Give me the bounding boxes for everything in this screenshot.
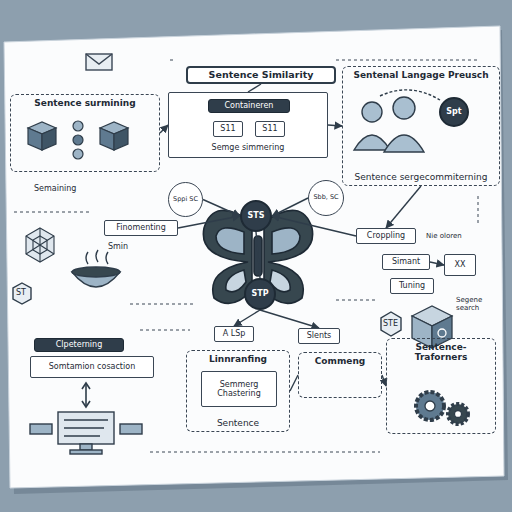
node-text: Spt bbox=[446, 107, 461, 116]
node-text: Finomenting bbox=[116, 223, 166, 232]
monitor-icon bbox=[30, 412, 142, 454]
note-text: Nie oloren bbox=[426, 232, 466, 240]
node-text: Tuning bbox=[399, 281, 425, 290]
process-box: Tuning bbox=[390, 278, 434, 294]
core-circle: STS bbox=[240, 200, 272, 232]
group-panel: Sentenal Langage PreuschSentence sergeco… bbox=[342, 66, 500, 186]
card bbox=[4, 26, 504, 488]
envelope-icon bbox=[86, 54, 112, 70]
connector bbox=[160, 125, 168, 133]
note-text: Segene search bbox=[456, 296, 496, 312]
badge-circle: Spt bbox=[439, 97, 469, 127]
process-box: A LSp bbox=[214, 326, 254, 342]
node-text: Sentenal Langage Preusch bbox=[353, 70, 488, 80]
group-panel: LinnranfingSentence SemmergChastering bbox=[186, 350, 290, 432]
node-text: Croppling bbox=[367, 231, 405, 240]
connector bbox=[272, 216, 356, 236]
node-text: S11 bbox=[220, 124, 235, 133]
cube-stack bbox=[28, 121, 128, 159]
process-box: Simant bbox=[382, 254, 430, 270]
node-text: Linnranfing bbox=[209, 354, 267, 364]
connector bbox=[290, 375, 298, 391]
node-text: Semge simmering bbox=[212, 143, 285, 152]
connector bbox=[256, 232, 260, 278]
node-text: A LSp bbox=[223, 329, 246, 338]
node-text: Sbb, SC bbox=[313, 194, 338, 201]
group-panel: Sentence surmining bbox=[10, 94, 160, 172]
connector bbox=[260, 310, 319, 328]
hexagon-badge bbox=[13, 283, 401, 336]
cube-icon bbox=[412, 306, 452, 348]
connector bbox=[234, 310, 260, 326]
bowl bbox=[72, 250, 120, 287]
node-text: Sentence-Traforners bbox=[392, 342, 490, 363]
process-box: Croppling bbox=[356, 228, 416, 244]
people-icon bbox=[354, 90, 440, 152]
group-panel: Sentence-Traforners bbox=[386, 338, 496, 434]
node-text: Somtamion cosaction bbox=[49, 362, 135, 371]
process-box: Somtamion cosaction bbox=[30, 356, 154, 378]
token-box: S11 bbox=[213, 121, 243, 137]
label-text: Semaining bbox=[34, 184, 76, 193]
node-text: XX bbox=[455, 260, 466, 269]
group-panel: Commeng bbox=[298, 352, 382, 398]
connector bbox=[328, 125, 342, 126]
process-box: Semge simmering ContainerenS11 S11 bbox=[168, 92, 328, 158]
node-text: Semmerg bbox=[220, 380, 259, 389]
process-box: SemmergChastering bbox=[201, 371, 277, 407]
gears bbox=[416, 392, 468, 424]
connector bbox=[248, 84, 261, 92]
node-text: Sentence surmining bbox=[34, 98, 135, 108]
header-bar: Containeren bbox=[208, 99, 290, 113]
node-text: Slents bbox=[307, 331, 332, 340]
connector bbox=[430, 262, 444, 265]
process-box: Finomenting bbox=[104, 220, 178, 236]
double-arrow bbox=[82, 383, 90, 407]
label-text: STE bbox=[383, 319, 398, 328]
small-circle: Sbb, SC bbox=[308, 180, 344, 216]
node-text: STP bbox=[251, 289, 268, 298]
label-text: ST bbox=[16, 288, 26, 297]
node-text: Clpeterning bbox=[56, 340, 102, 349]
node-body: Sentence sergecommiterning bbox=[355, 172, 488, 182]
connector bbox=[386, 186, 421, 228]
node-text: Containeren bbox=[225, 101, 274, 110]
small-circle: Sppi SC bbox=[168, 182, 203, 217]
node-text: Simant bbox=[392, 257, 420, 266]
title-box: Sentence Similarity bbox=[186, 66, 336, 84]
connector bbox=[178, 216, 240, 228]
node-body: Chastering bbox=[217, 389, 260, 398]
core-circle: STP bbox=[244, 278, 276, 310]
connector bbox=[203, 200, 240, 217]
symbol-box: XX bbox=[444, 254, 476, 276]
node-text: STS bbox=[248, 211, 265, 220]
node-body: Sentence bbox=[217, 418, 259, 428]
node-text: Sppi SC bbox=[173, 196, 198, 203]
token-box: S11 bbox=[255, 121, 285, 137]
node-text: Sentence Similarity bbox=[209, 70, 314, 81]
header-bar: Clpeterning bbox=[34, 338, 124, 352]
dashed-guide bbox=[14, 60, 480, 452]
node-text: S11 bbox=[262, 124, 277, 133]
node-text: Commeng bbox=[315, 356, 366, 366]
spider-web bbox=[26, 228, 54, 262]
process-box: Slents bbox=[298, 328, 340, 344]
label-text: Smin bbox=[108, 242, 128, 251]
connector bbox=[272, 198, 308, 216]
